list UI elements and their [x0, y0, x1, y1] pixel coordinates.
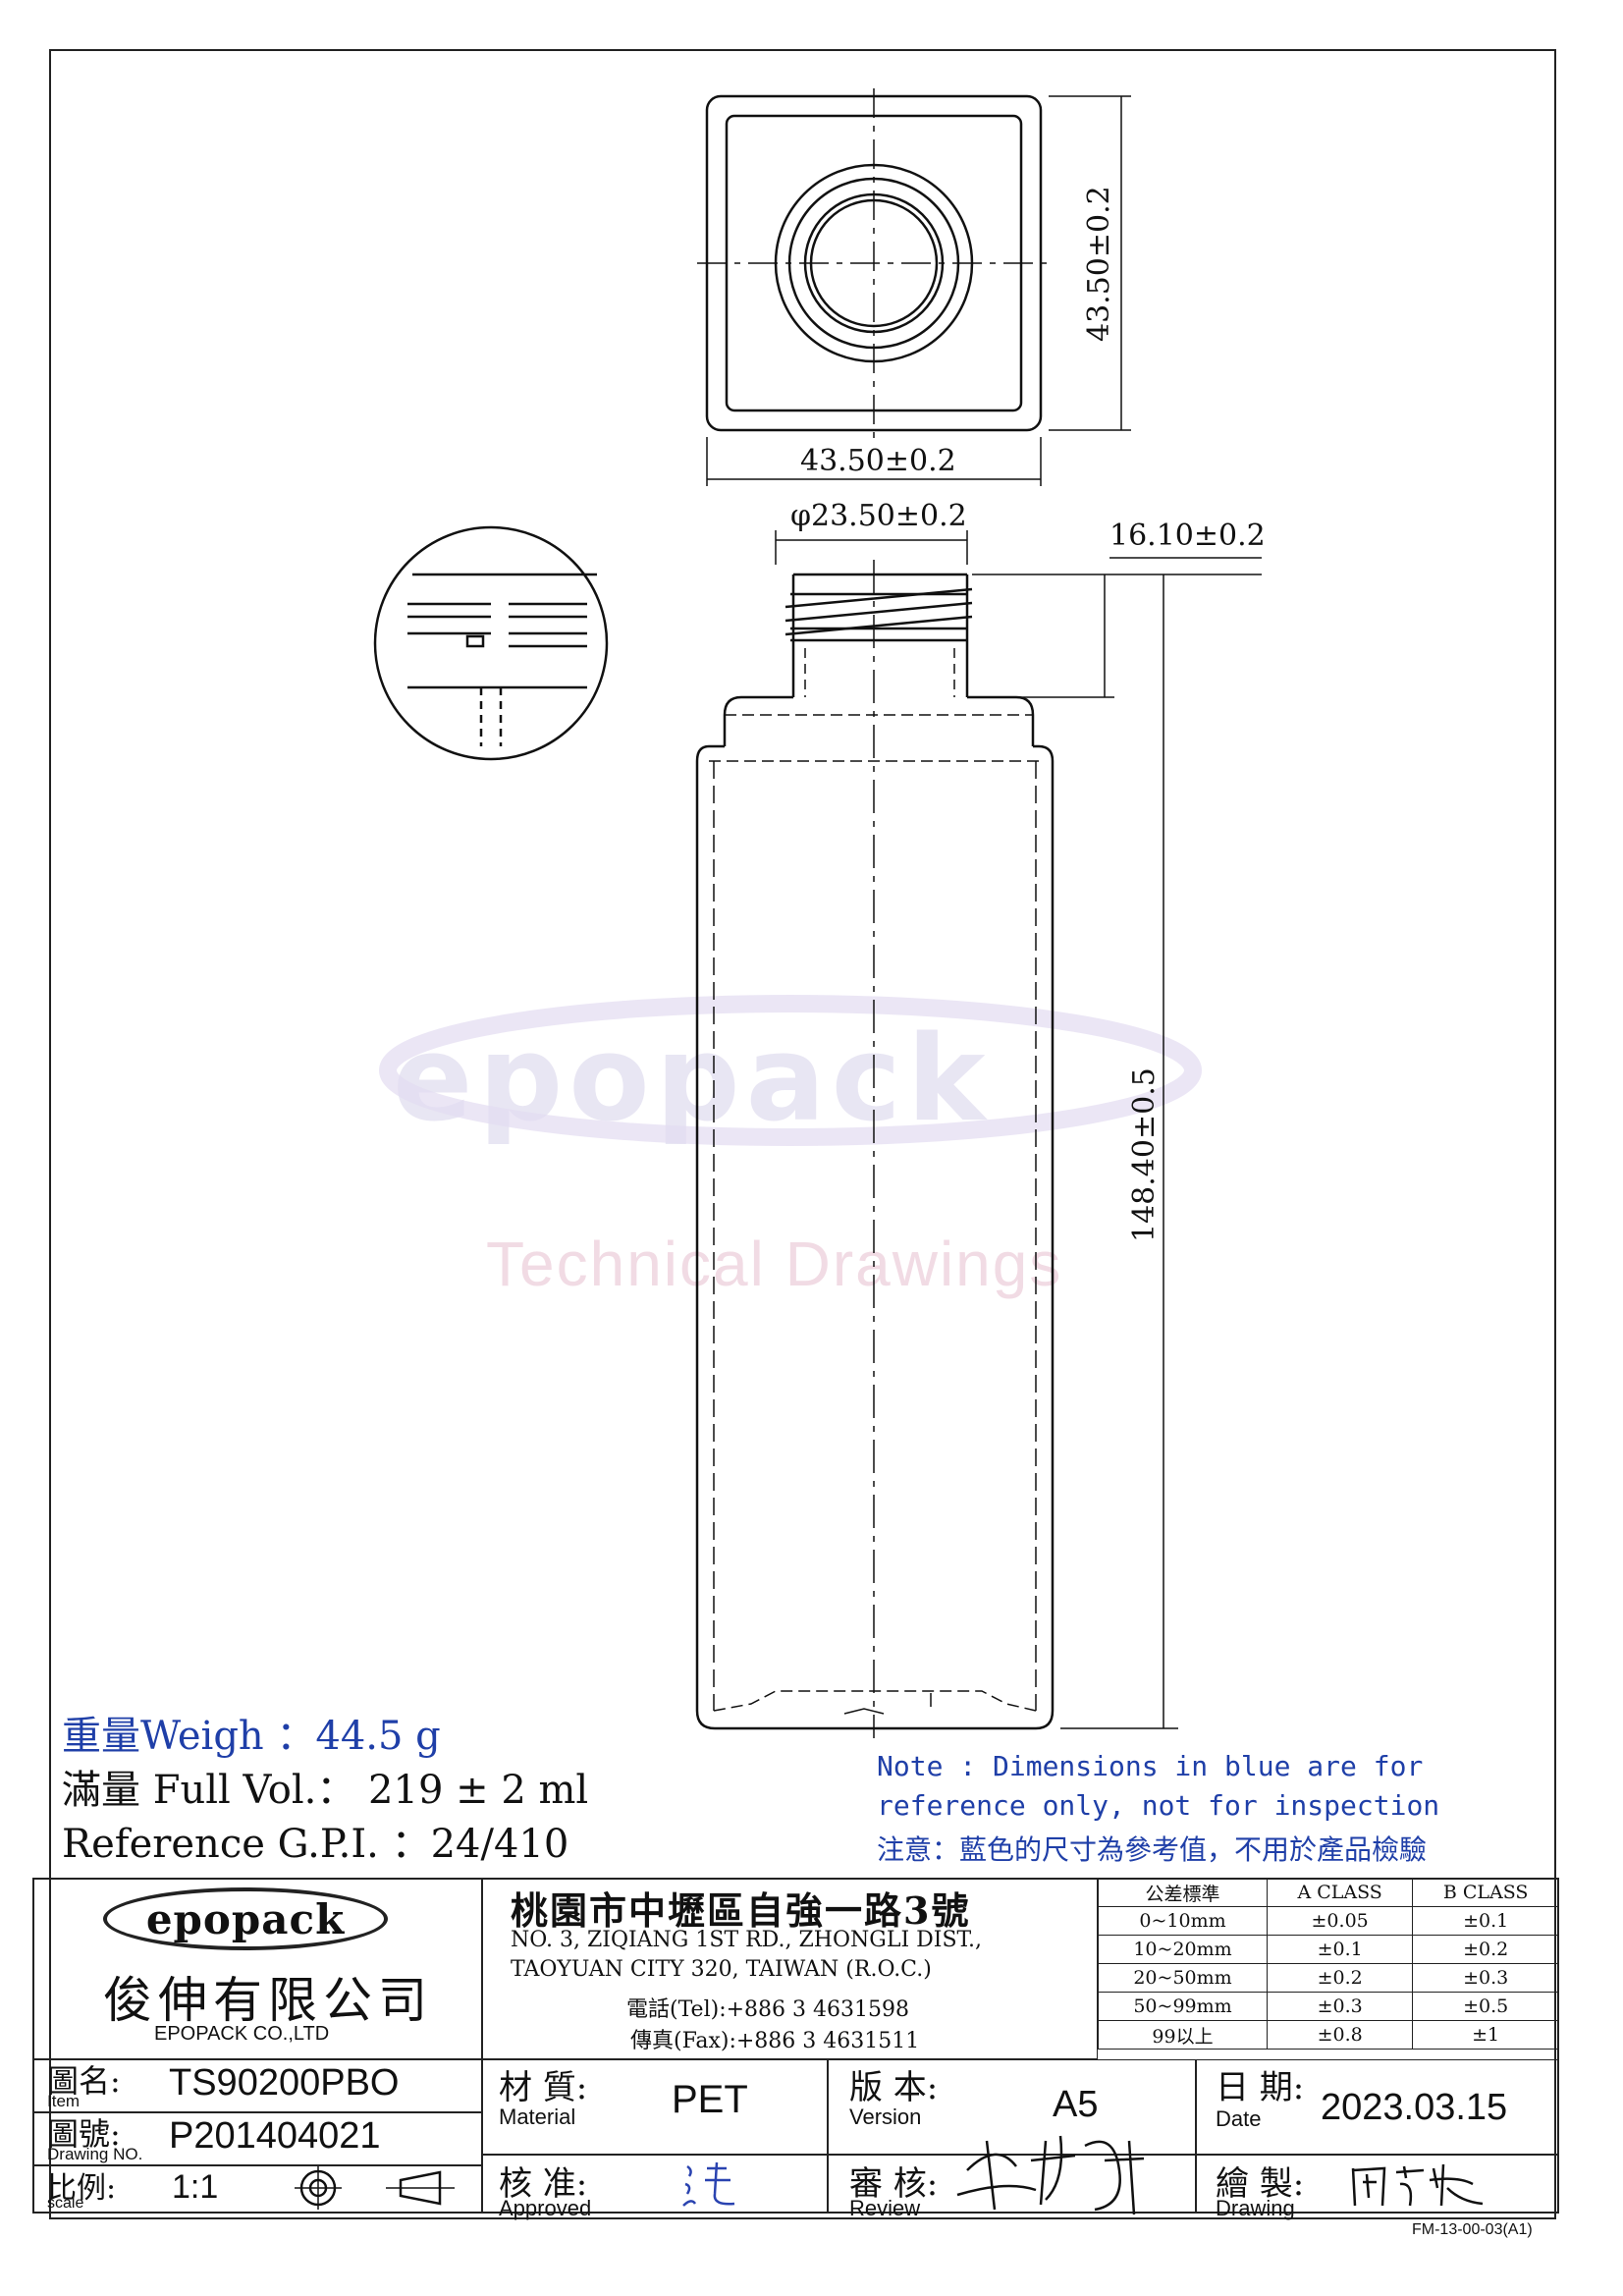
scale-cell	[32, 2165, 482, 2214]
drawing-no-label-en: Drawing NO.	[47, 2145, 143, 2163]
tolerance-b: ±1	[1412, 2020, 1559, 2050]
date-label-en: Date	[1216, 2106, 1262, 2131]
material-cell	[482, 2059, 828, 2155]
material-label-en: Material	[499, 2105, 576, 2129]
drawing-frame	[49, 49, 1556, 2219]
dim-total-height: 148.40±0.5	[1127, 1067, 1162, 1242]
tolerance-header: 公差標準	[1098, 1878, 1268, 1907]
tolerance-row: 99以上 ±0.8 ±1	[1098, 2020, 1559, 2050]
top-view	[697, 88, 1131, 486]
approved-label-zh: 核 准:	[499, 2164, 588, 2204]
company-tel: 電話(Tel):+886 3 4631598	[626, 1997, 909, 2022]
scale-label-en: scale	[47, 2195, 84, 2212]
approved-cell	[482, 2155, 828, 2214]
tolerance-a: ±0.05	[1266, 1906, 1414, 1936]
drawing-no-cell	[32, 2112, 482, 2165]
company-cell	[32, 1878, 482, 2059]
tolerance-header-row: 公差標準 A CLASS B CLASS	[1098, 1878, 1559, 1907]
spec-weight: 重量Weigh ：44.5 g	[62, 1714, 441, 1759]
tolerance-range: 10~20mm	[1098, 1935, 1268, 1964]
projection-symbol	[295, 2166, 455, 2210]
address-en-2: TAOYUAN CITY 320, TAIWAN (R.O.C.)	[511, 1957, 932, 1982]
dim-neck-height: 16.10±0.2	[1109, 519, 1266, 553]
tolerance-range: 20~50mm	[1098, 1963, 1268, 1993]
tolerance-row: 10~20mm ±0.1 ±0.2	[1098, 1935, 1559, 1964]
side-view	[695, 530, 1262, 1738]
watermark-caption: Technical Drawings	[486, 1229, 1063, 1299]
scale-value: 1:1	[172, 2168, 219, 2206]
drawing-label-en: Drawing	[1216, 2196, 1295, 2220]
note-line-2: reference only, not for inspection	[877, 1789, 1440, 1822]
spec-gpi: Reference G.P.I. ：24/410	[62, 1822, 569, 1867]
version-label-en: Version	[849, 2105, 922, 2129]
material-value: PET	[672, 2078, 748, 2121]
tolerance-a: ±0.3	[1266, 1992, 1414, 2021]
item-value: TS90200PBO	[169, 2062, 400, 2104]
tolerance-header: B CLASS	[1412, 1878, 1559, 1907]
tolerance-range: 0~10mm	[1098, 1906, 1268, 1936]
spec-full-volume: 滿量 Full Vol.： 219 ± 2 ml	[62, 1768, 589, 1813]
tolerance-range: 99以上	[1098, 2020, 1268, 2050]
dim-neck-diameter: φ23.50±0.2	[790, 499, 967, 533]
address-cell	[482, 1878, 1098, 2059]
item-label-en: Item	[47, 2092, 81, 2110]
dim-top-depth: 43.50±0.2	[1082, 186, 1116, 342]
company-fax: 傳真(Fax):+886 3 4631511	[630, 2029, 920, 2053]
drawing-signature	[1351, 2163, 1484, 2207]
tolerance-b: ±0.5	[1412, 1992, 1559, 2021]
tolerance-a: ±0.1	[1266, 1935, 1414, 1964]
drawing-no-label-zh: 圖號:	[47, 2115, 121, 2153]
address-zh: 桃園市中壢區自強一路3號	[511, 1888, 971, 1933]
dim-top-width: 43.50±0.2	[800, 444, 956, 478]
drawing-by-cell	[1196, 2155, 1559, 2214]
note-line-1: Note : Dimensions in blue are for	[877, 1750, 1424, 1782]
tolerance-table: 公差標準 A CLASS B CLASS 0~10mm ±0.05 ±0.1 1…	[1098, 1878, 1559, 2050]
company-name-zh: 俊伸有限公司	[103, 1972, 433, 2029]
approved-signature	[682, 2161, 735, 2207]
drawing-label-zh: 繪 製:	[1216, 2164, 1305, 2204]
review-label-en: Review	[849, 2196, 921, 2220]
approved-label-en: Approved	[499, 2196, 592, 2220]
note-line-3: 注意：藍色的尺寸為參考值，不用於產品檢驗	[877, 1833, 1428, 1866]
date-label-zh: 日 期:	[1216, 2068, 1305, 2107]
version-value: A5	[1053, 2084, 1099, 2125]
company-logo: epopack	[103, 1887, 388, 1950]
thread-detail	[373, 525, 609, 761]
scale-label-zh: 比例:	[47, 2171, 117, 2206]
tolerance-row: 0~10mm ±0.05 ±0.1	[1098, 1906, 1559, 1936]
review-cell	[828, 2155, 1196, 2214]
version-label-zh: 版 本:	[849, 2068, 939, 2107]
item-label-zh: 圖名:	[47, 2062, 121, 2100]
tolerance-row: 20~50mm ±0.2 ±0.3	[1098, 1963, 1559, 1993]
tolerance-header: A CLASS	[1266, 1878, 1414, 1907]
tolerance-b: ±0.2	[1412, 1935, 1559, 1964]
tolerance-b: ±0.3	[1412, 1963, 1559, 1993]
tolerance-a: ±0.2	[1266, 1963, 1414, 1993]
date-cell	[1196, 2059, 1559, 2155]
review-signature	[956, 2135, 1145, 2215]
tolerance-row: 50~99mm ±0.3 ±0.5	[1098, 1992, 1559, 2021]
item-cell	[32, 2059, 482, 2112]
material-label-zh: 材 質:	[499, 2068, 588, 2107]
company-name-en: EPOPACK CO.,LTD	[154, 2023, 330, 2045]
watermark-ellipse	[379, 995, 1202, 1146]
version-cell	[828, 2059, 1196, 2155]
tolerance-a: ±0.8	[1266, 2020, 1414, 2050]
address-en-1: NO. 3, ZIQIANG 1ST RD., ZHONGLI DIST.,	[511, 1928, 982, 1952]
date-value: 2023.03.15	[1321, 2087, 1508, 2128]
tolerance-range: 50~99mm	[1098, 1992, 1268, 2021]
tolerance-b: ±0.1	[1412, 1906, 1559, 1936]
drawing-no-value: P201404021	[169, 2115, 381, 2157]
review-label-zh: 審 核:	[849, 2164, 939, 2204]
form-code: FM-13-00-03(A1)	[1412, 2221, 1533, 2238]
